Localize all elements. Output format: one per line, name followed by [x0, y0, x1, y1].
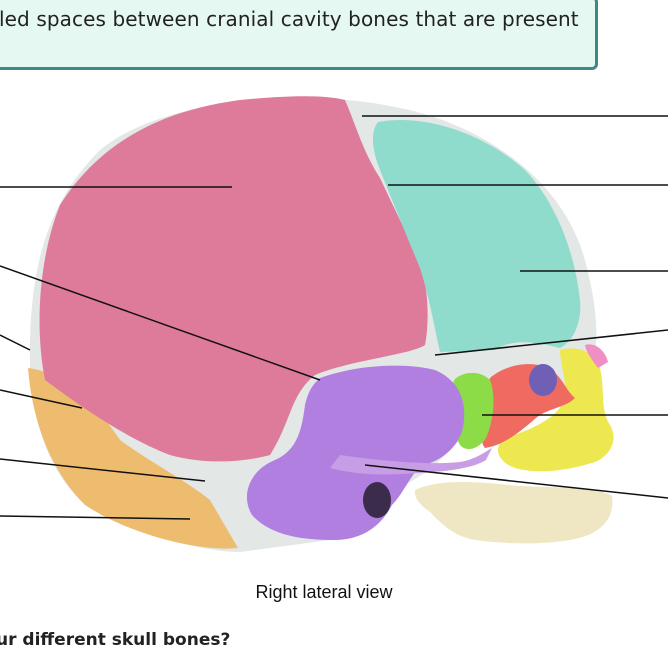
leader-line	[0, 515, 191, 520]
instruction-callout: led spaces between cranial cavity bones …	[0, 0, 598, 70]
leader-line	[0, 389, 83, 409]
temporal-bone	[246, 365, 465, 540]
frontal-bone	[372, 120, 581, 352]
leader-lines	[0, 115, 668, 520]
leader-line	[364, 464, 668, 499]
occipital-bone	[28, 368, 238, 549]
question-text: ur different skull bones?	[0, 630, 231, 650]
mandible-bone	[414, 482, 613, 544]
figure-caption: Right lateral view	[255, 582, 393, 602]
instruction-text: led spaces between cranial cavity bones …	[0, 7, 579, 31]
zygomatic-arch	[330, 448, 492, 475]
ear-canal	[363, 482, 391, 518]
leader-line	[0, 458, 206, 482]
leader-line	[0, 265, 321, 381]
orbit-cavity	[529, 364, 557, 396]
maxilla-bone	[497, 348, 614, 472]
leader-line	[434, 329, 668, 356]
nasal-bone	[585, 344, 608, 368]
leader-line	[0, 334, 31, 351]
